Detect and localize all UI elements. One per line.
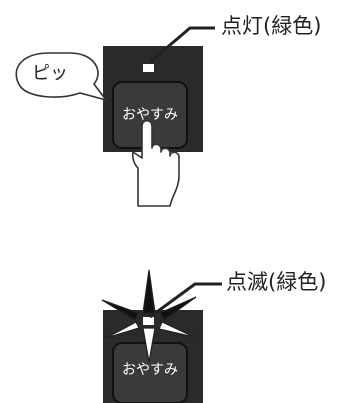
top-indicator-led	[143, 64, 154, 72]
top-button-label: おやすみ	[122, 107, 178, 123]
ray-upper-left	[101, 299, 139, 321]
pressing-finger-icon	[131, 119, 180, 207]
ray-up	[142, 269, 156, 314]
bubble-text: ピッ	[32, 63, 68, 84]
bottom-callout-label: 点滅(緑色)	[226, 270, 327, 294]
bottom-remote	[103, 310, 203, 403]
bottom-indicator-led	[143, 317, 154, 325]
ray-upper-right	[159, 296, 197, 321]
ray-right	[158, 321, 195, 338]
bottom-button-label: おやすみ	[122, 362, 178, 378]
bottom-leader-line	[149, 282, 222, 319]
ray-left	[105, 321, 140, 339]
blink-rays-icon	[101, 269, 197, 363]
ray-down	[142, 327, 156, 363]
speech-bubble	[15, 52, 109, 102]
top-callout-label: 点灯(緑色)	[221, 14, 322, 38]
top-remote	[103, 46, 203, 152]
top-leader-line	[149, 26, 215, 64]
